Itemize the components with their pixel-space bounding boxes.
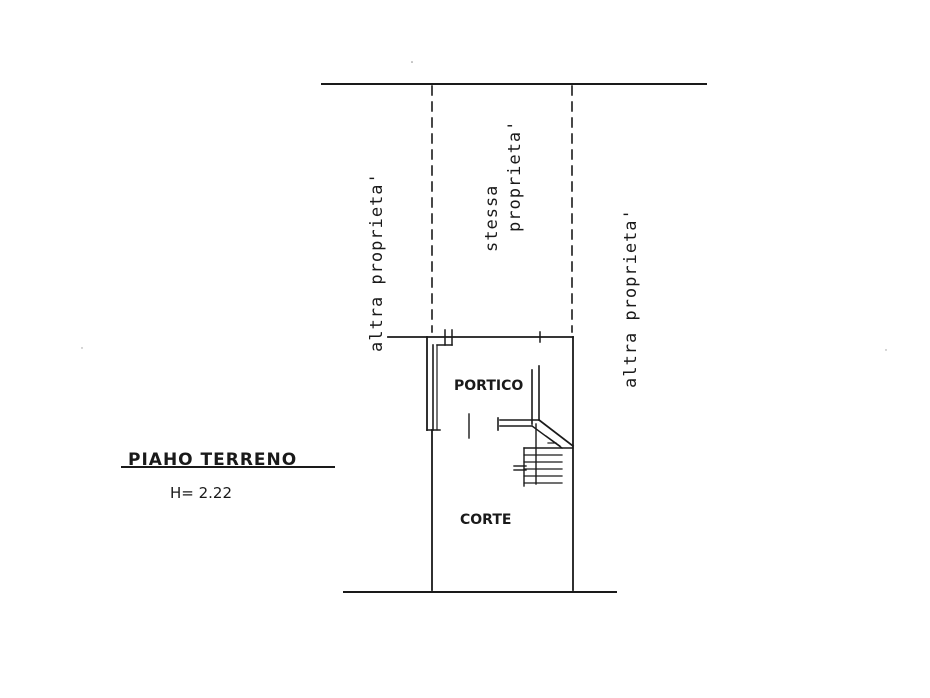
scan-speck [885, 349, 887, 351]
plan-title: PIAHO TERRENO [128, 450, 297, 470]
portico-label: PORTICO [454, 378, 523, 394]
right-neighbour-label-line1: altra proprieta' [621, 208, 641, 388]
staircase [497, 365, 575, 487]
same-property-label-line2: proprieta' [505, 120, 525, 232]
same-property-label-line1: stessa [482, 185, 502, 252]
corte-label: CORTE [460, 512, 511, 528]
left-neighbour-label: altra proprieta' [367, 172, 387, 352]
scan-speck [411, 61, 413, 63]
height-note: H= 2.22 [170, 484, 232, 502]
scan-speck [81, 347, 83, 349]
